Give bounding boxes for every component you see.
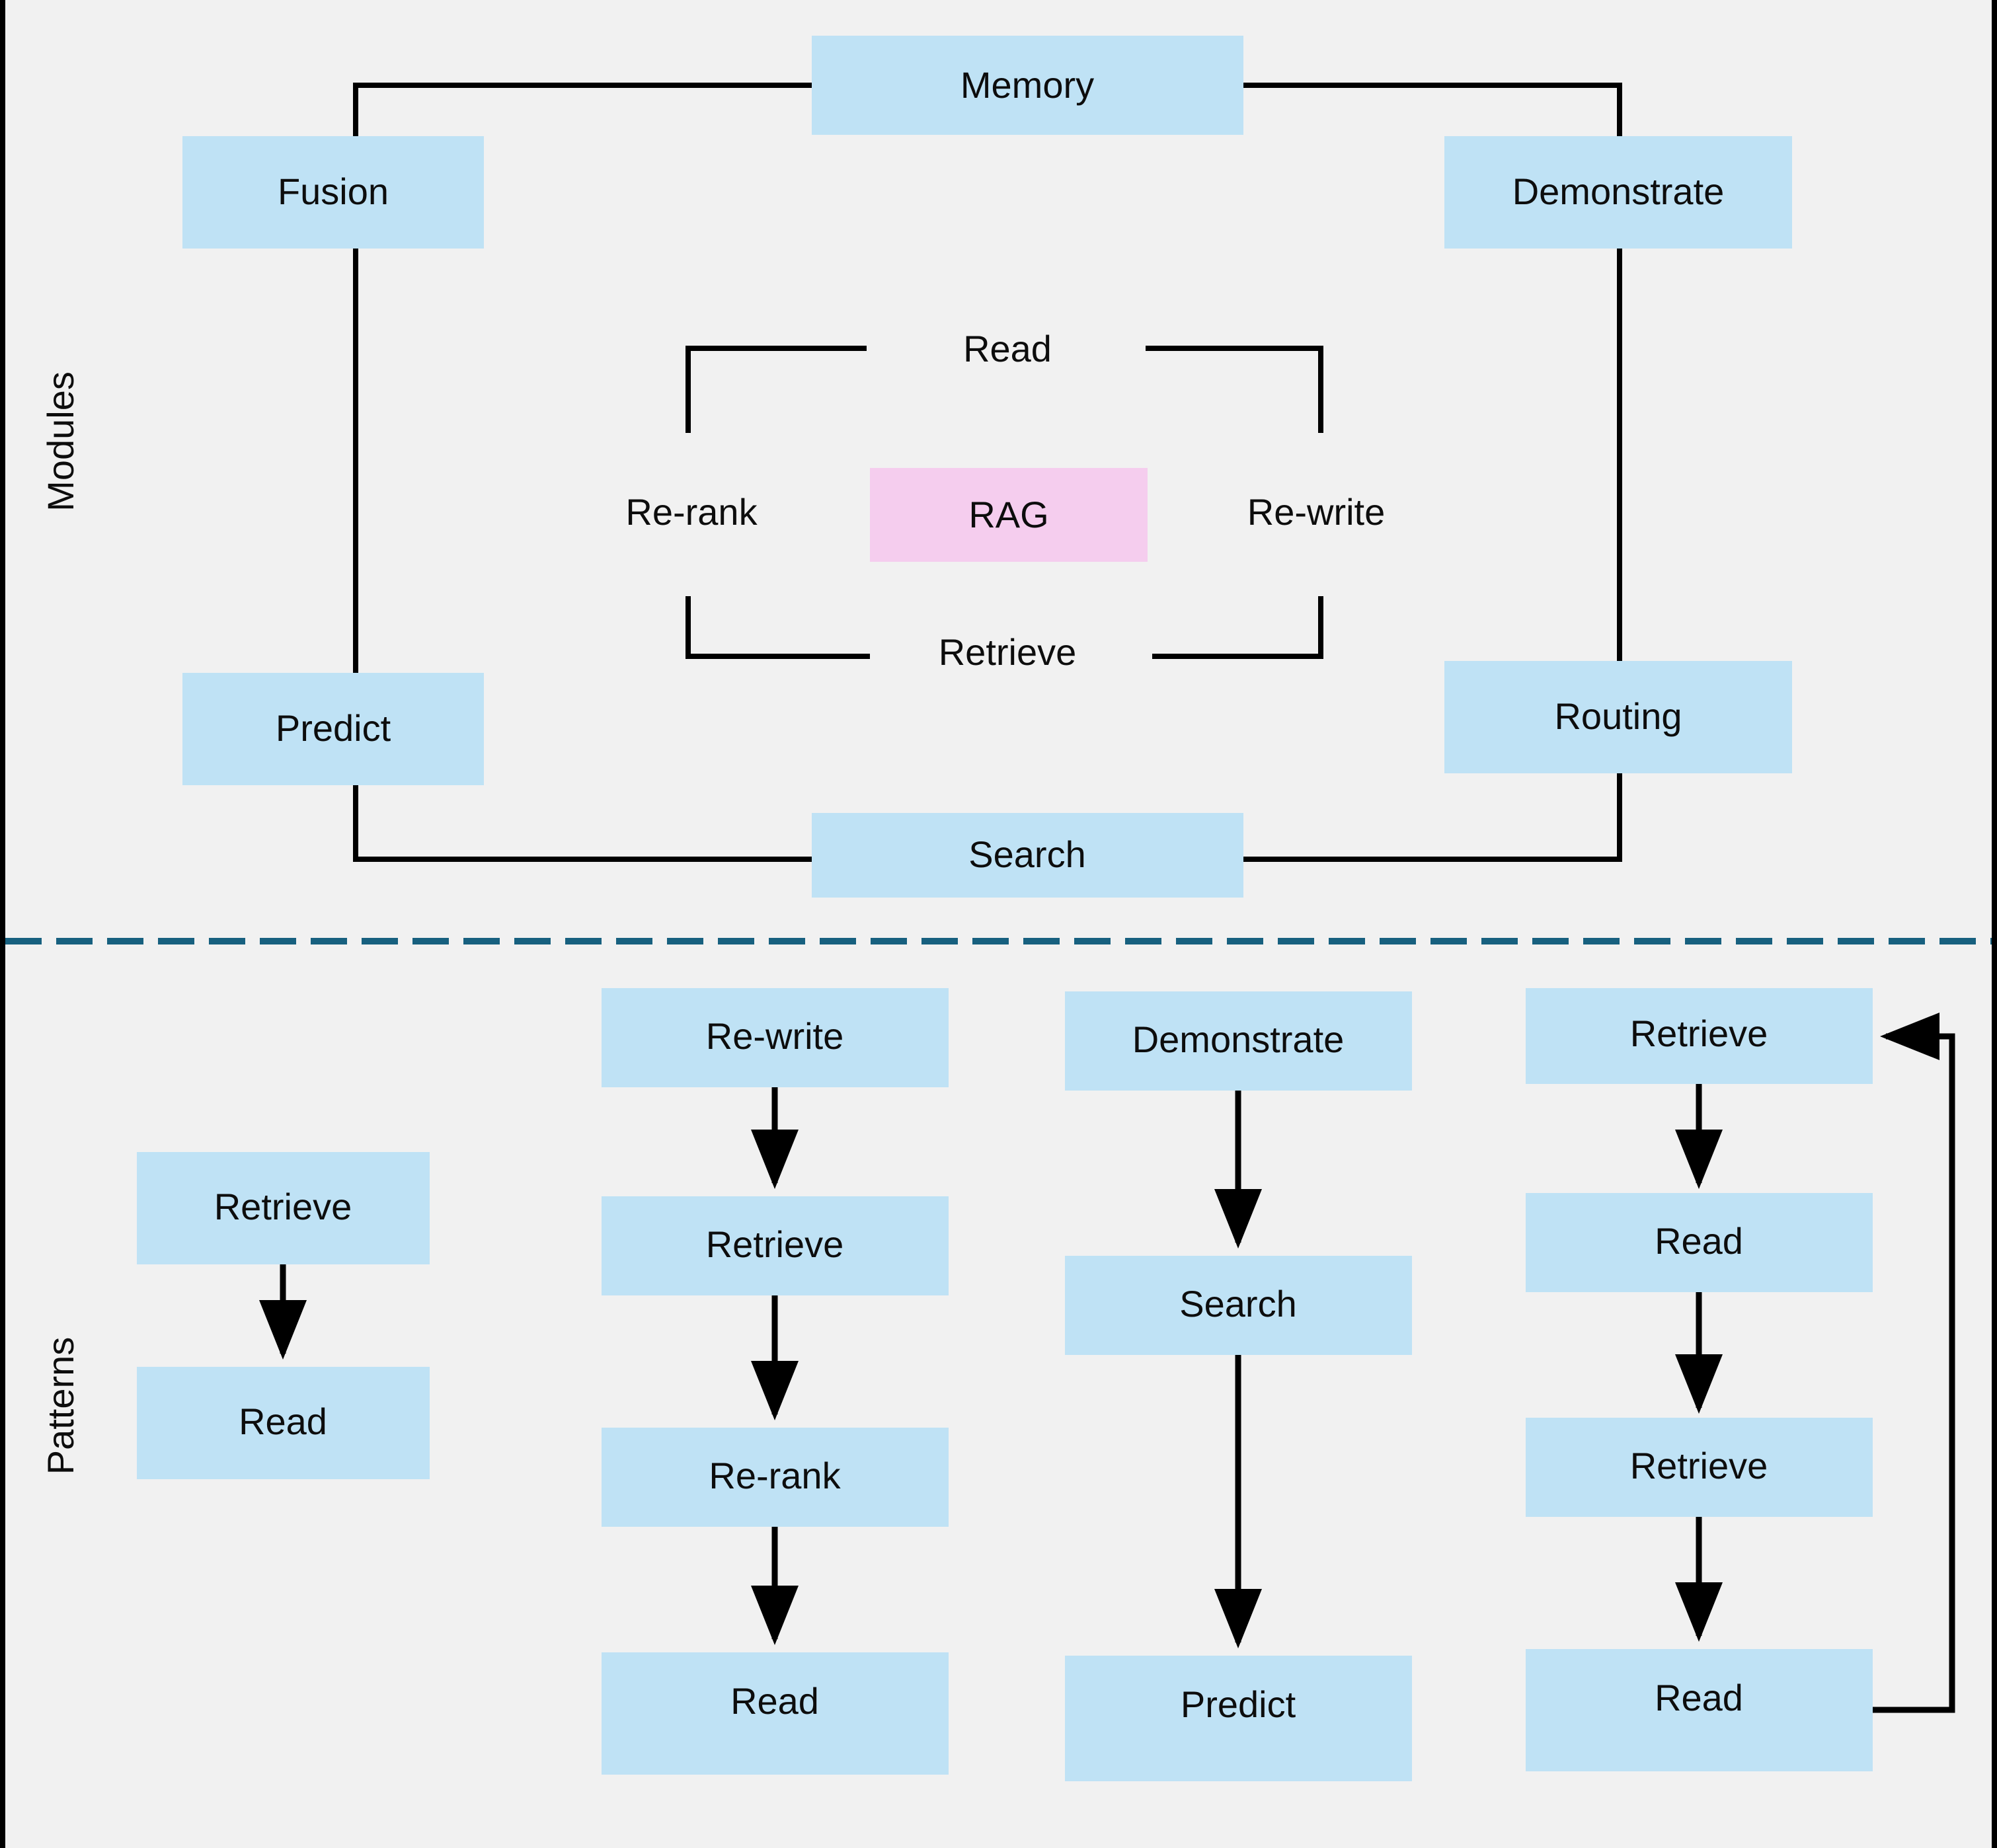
module-node-fusion-rect[interactable] [182,136,484,249]
pattern-iterative-loopback-arrow [1873,1013,1955,1713]
pattern-iterative-node-3-rect[interactable] [1526,1649,1873,1771]
pattern-column-basic: Retrieve Read [137,1152,430,1479]
pattern-iterative-node-3-label: Read [1655,1677,1743,1718]
module-node-rag[interactable]: RAG [870,468,1148,562]
pattern-iterative-node-0-label: Retrieve [1630,1013,1768,1054]
module-node-fusion-label: Fusion [278,171,389,212]
connector-read-rewrite [1146,346,1323,433]
connector-memory-fusion [353,83,812,136]
module-node-rag-rect[interactable] [870,468,1148,562]
module-label-read: Read [963,328,1052,369]
pattern-advanced-node-1-rect[interactable] [602,1196,949,1295]
pattern-basic-node-0-label: Retrieve [214,1186,352,1227]
module-node-demonstrate-rect[interactable] [1444,136,1792,249]
pattern-iterative-node-2-label: Retrieve [1630,1445,1768,1486]
pattern-column-agentic: Demonstrate Search Predict [1065,991,1412,1781]
module-node-demonstrate-label: Demonstrate [1512,171,1725,212]
pattern-node[interactable]: Retrieve [1526,988,1873,1084]
pattern-iterative-node-0-rect[interactable] [1526,988,1873,1084]
module-label-re-rank: Re-rank [625,491,758,533]
module-label-retrieve: Retrieve [939,631,1077,673]
module-node-predict-label: Predict [276,707,391,749]
connector-rewrite-retrieve [1152,596,1323,659]
modules-outer-connectors [353,83,1622,862]
modules-inner-connectors [685,346,1323,659]
pattern-basic-node-1-label: Read [239,1401,327,1442]
pattern-node[interactable]: Re-write [602,988,949,1087]
connector-routing-search [1243,773,1622,862]
pattern-node[interactable]: Retrieve [1526,1418,1873,1517]
modules-nodes: Memory Fusion Demonstrate Predict Routin… [182,36,1792,898]
module-node-memory[interactable]: Memory [812,36,1243,135]
module-node-demonstrate[interactable]: Demonstrate [1444,136,1792,249]
pattern-node[interactable]: Read [137,1367,430,1479]
module-node-fusion[interactable]: Fusion [182,136,484,249]
pattern-agentic-node-0-label: Demonstrate [1132,1019,1345,1060]
pattern-advanced-node-2-label: Re-rank [709,1455,841,1496]
module-label-re-write: Re-write [1247,491,1385,533]
pattern-iterative-node-1-label: Read [1655,1220,1743,1262]
pattern-node[interactable]: Read [1526,1193,1873,1292]
pattern-node[interactable]: Re-rank [602,1428,949,1527]
pattern-node[interactable]: Demonstrate [1065,991,1412,1091]
connector-rerank-retrieve [685,596,870,659]
rag-modules-patterns-diagram: Memory Fusion Demonstrate Predict Routin… [5,36,1992,1781]
pattern-basic-node-1-rect[interactable] [137,1367,430,1479]
pattern-advanced-node-0-label: Re-write [706,1015,843,1057]
modules-inner-labels: Read Re-rank Re-write Retrieve [625,328,1385,673]
module-node-memory-rect[interactable] [812,36,1243,135]
pattern-agentic-node-1-label: Search [1179,1283,1296,1325]
pattern-basic-node-0-rect[interactable] [137,1152,430,1264]
pattern-advanced-node-3-label: Read [730,1680,819,1722]
module-node-memory-label: Memory [960,64,1094,106]
module-node-predict[interactable]: Predict [182,673,484,785]
pattern-node[interactable]: Search [1065,1256,1412,1355]
section-label-patterns: Patterns [40,1337,81,1475]
connector-predict-search [353,785,812,862]
connector-memory-demonstrate [1243,83,1622,136]
pattern-agentic-node-2-label: Predict [1181,1683,1296,1725]
pattern-agentic-node-2-rect[interactable] [1065,1656,1412,1781]
pattern-node[interactable]: Read [1526,1649,1873,1771]
module-node-routing-rect[interactable] [1444,661,1792,773]
pattern-node[interactable]: Retrieve [137,1152,430,1264]
pattern-column-iterative: Retrieve Read Retrieve Read [1526,988,1955,1771]
module-node-rag-label: RAG [968,494,1048,535]
pattern-node[interactable]: Retrieve [602,1196,949,1295]
module-node-routing-label: Routing [1554,695,1682,737]
module-node-search-rect[interactable] [812,813,1243,898]
pattern-column-advanced: Re-write Retrieve Re-rank Read [602,988,949,1775]
module-node-search[interactable]: Search [812,813,1243,898]
pattern-iterative-node-2-rect[interactable] [1526,1418,1873,1517]
pattern-advanced-node-2-rect[interactable] [602,1428,949,1527]
pattern-advanced-node-1-label: Retrieve [706,1223,844,1265]
section-label-modules: Modules [40,371,81,512]
pattern-agentic-node-0-rect[interactable] [1065,991,1412,1091]
pattern-agentic-node-1-rect[interactable] [1065,1256,1412,1355]
pattern-node[interactable]: Read [602,1652,949,1775]
pattern-advanced-node-0-rect[interactable] [602,988,949,1087]
module-node-routing[interactable]: Routing [1444,661,1792,773]
pattern-advanced-node-3-rect[interactable] [602,1652,949,1775]
module-node-predict-rect[interactable] [182,673,484,785]
pattern-node[interactable]: Predict [1065,1656,1412,1781]
pattern-iterative-node-1-rect[interactable] [1526,1193,1873,1292]
module-node-search-label: Search [968,833,1085,875]
connector-read-rerank [685,346,867,433]
